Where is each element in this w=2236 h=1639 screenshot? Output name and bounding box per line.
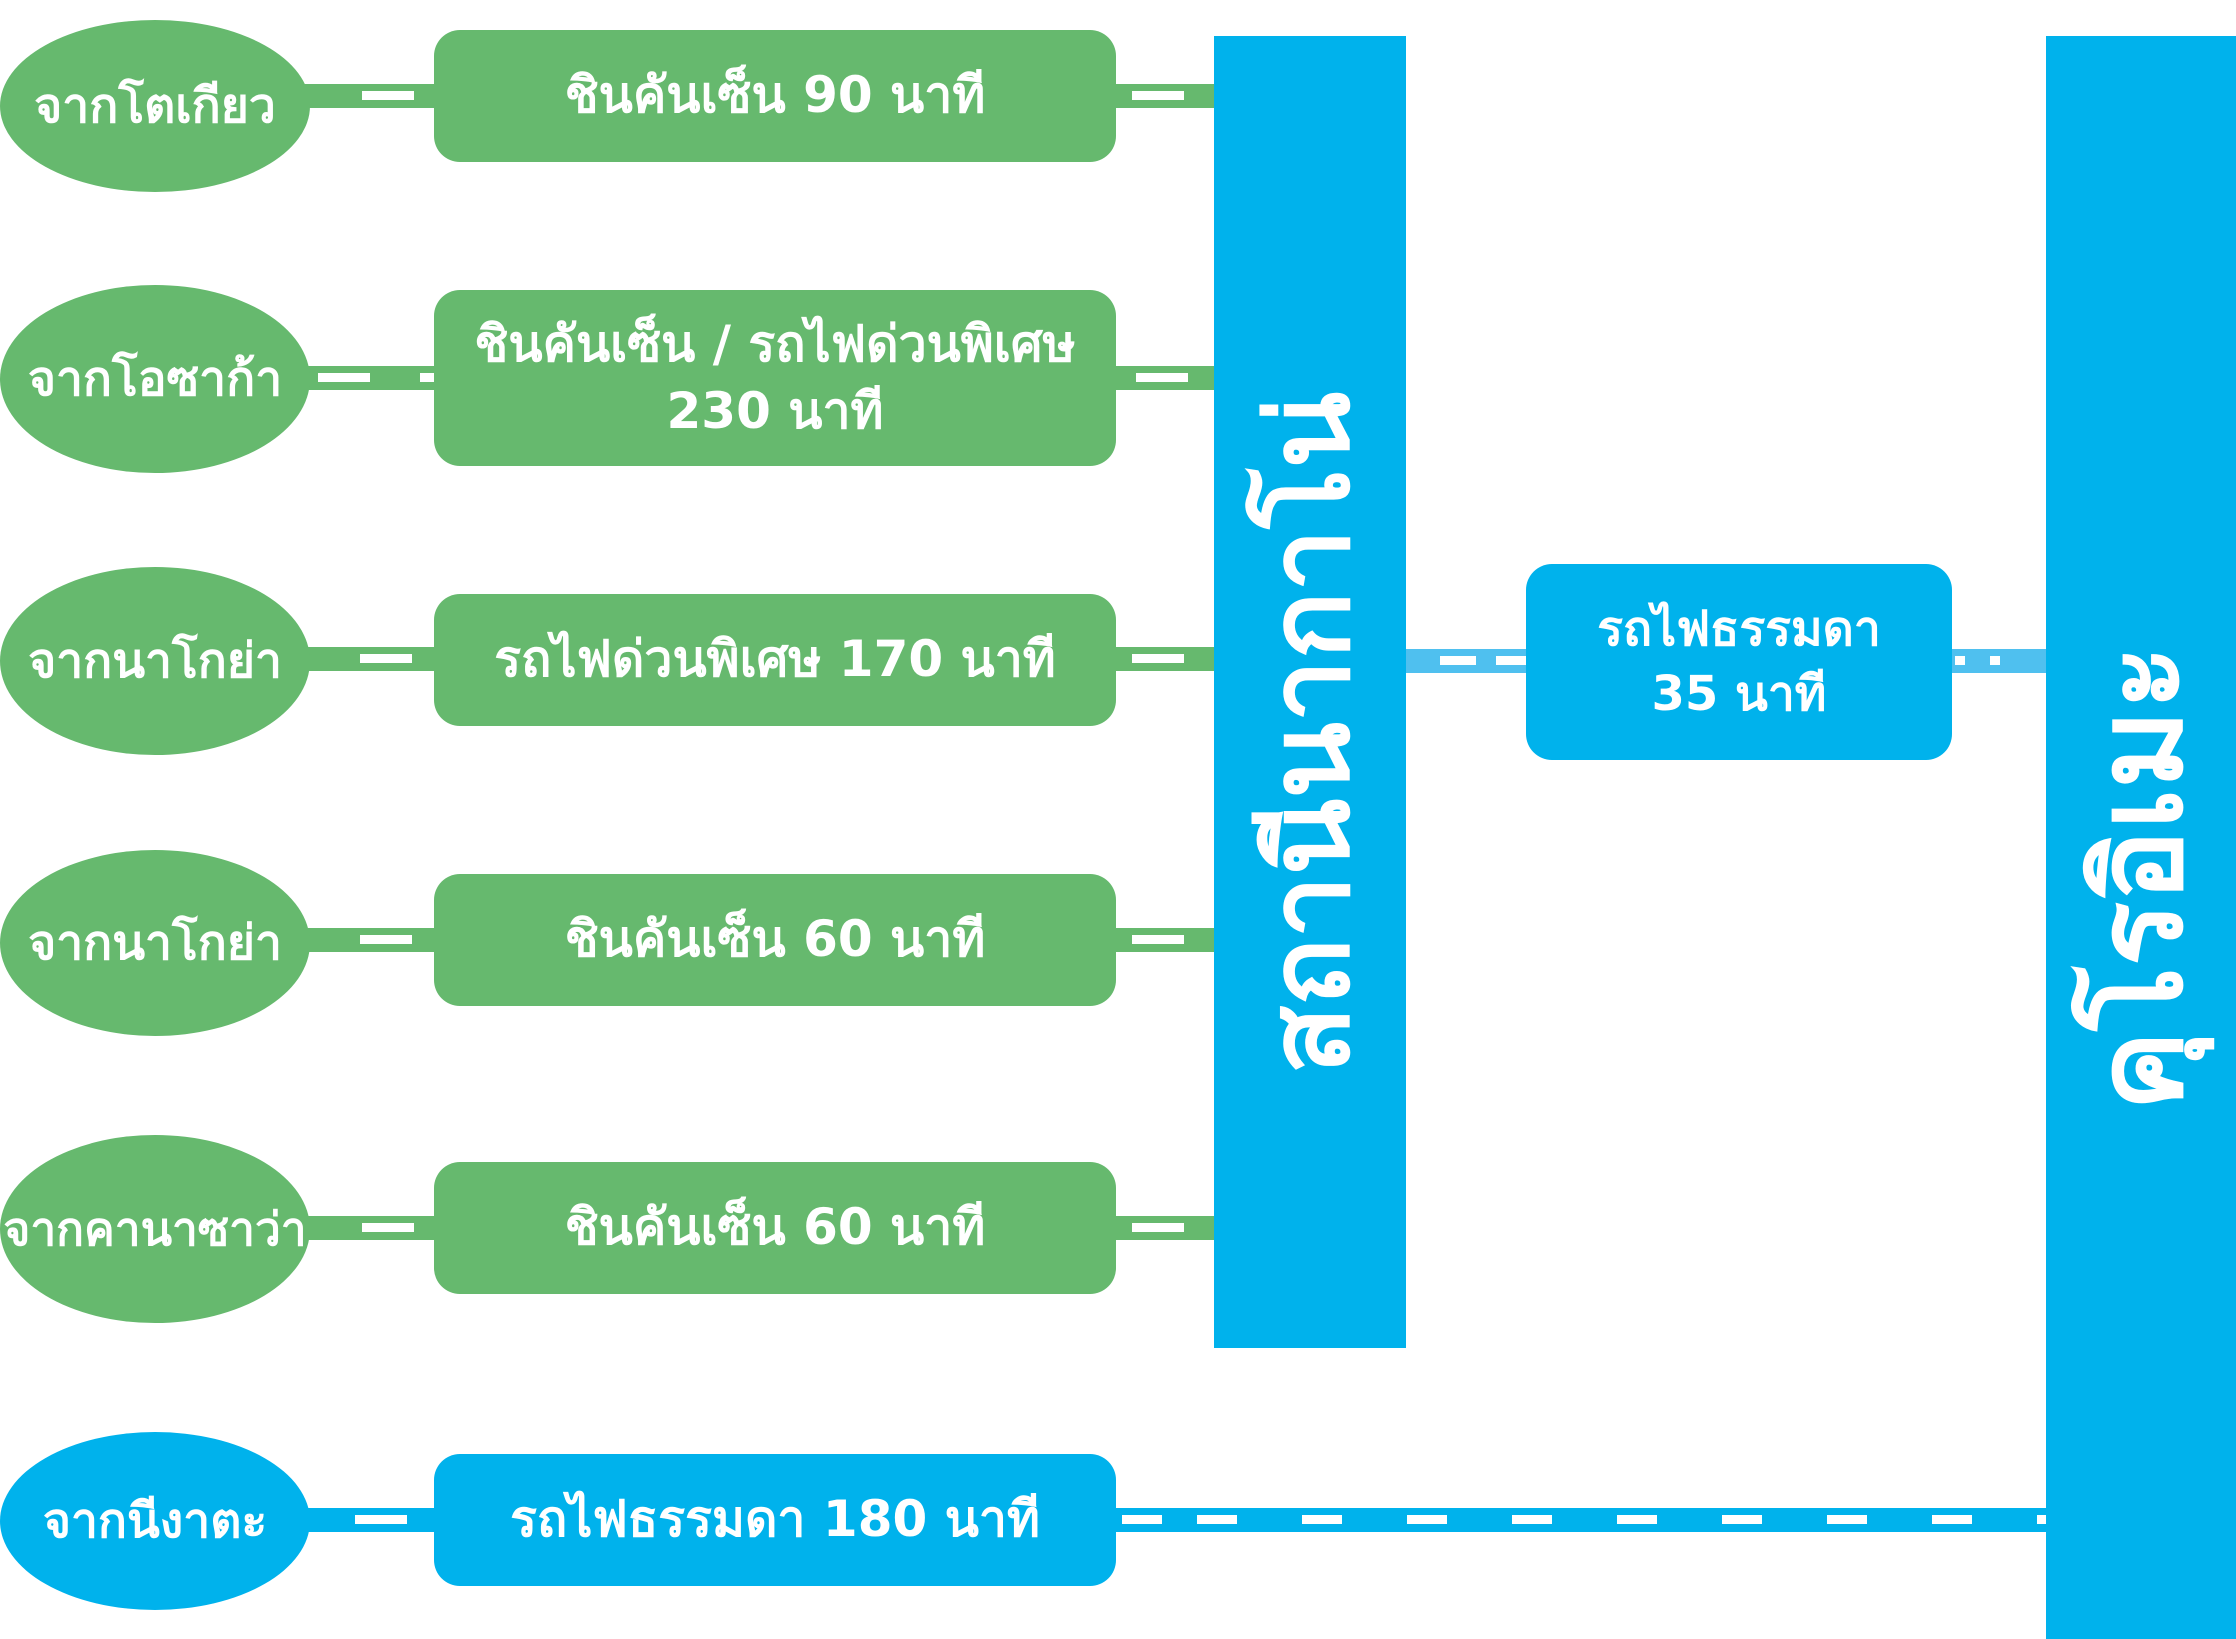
origin-label: จากคานาซาว่า xyxy=(3,1201,307,1256)
route-label: ชินคันเซ็น / รถไฟด่วนพิเศษ xyxy=(474,314,1076,373)
route-duration: 230 นาที xyxy=(666,382,884,440)
destination-label: คุโรอิเมะ xyxy=(2071,645,2210,1111)
connector-box: รถไฟธรรมดา 35 นาที xyxy=(1526,564,1952,760)
route-box-osaka: ชินคันเซ็น / รถไฟด่วนพิเศษ 230 นาที xyxy=(434,290,1116,466)
route-label: รถไฟด่วนพิเศษ 170 นาที xyxy=(494,630,1056,689)
origin-kanazawa: จากคานาซาว่า xyxy=(0,1135,310,1323)
origin-nagoya-shinkansen: จากนาโกย่า xyxy=(0,850,310,1036)
route-box-kanazawa: ชินคันเซ็น 60 นาที xyxy=(434,1162,1116,1294)
destination-bar xyxy=(2046,36,2236,1639)
route-label: รถไฟธรรมดา 180 นาที xyxy=(510,1490,1040,1549)
route-box-nagoya-shinkansen: ชินคันเซ็น 60 นาที xyxy=(434,874,1116,1006)
connector-label: รถไฟธรรมดา xyxy=(1597,601,1881,658)
route-label: ชินคันเซ็น 60 นาที xyxy=(564,910,986,969)
origin-label: จากโตเกียว xyxy=(34,78,276,134)
connector-duration: 35 นาที xyxy=(1651,666,1827,722)
origin-label: จากนาโกย่า xyxy=(28,915,282,971)
route-box-tokyo: ชินคันเซ็น 90 นาที xyxy=(434,30,1116,162)
origin-nagoya-express: จากนาโกย่า xyxy=(0,567,310,755)
origin-niigata: จากนีงาตะ xyxy=(0,1432,310,1610)
route-label: ชินคันเซ็น 90 นาที xyxy=(564,66,986,125)
origin-tokyo: จากโตเกียว xyxy=(0,20,310,192)
origin-label: จากนาโกย่า xyxy=(28,633,282,689)
origin-label: จากนีงาตะ xyxy=(42,1493,268,1549)
hub-station-label: สถานีนากาโน่ xyxy=(1245,391,1375,1075)
origin-label: จากโอซาก้า xyxy=(27,351,283,407)
hub-station-bar xyxy=(1214,36,1406,1348)
route-box-niigata: รถไฟธรรมดา 180 นาที xyxy=(434,1454,1116,1586)
route-label: ชินคันเซ็น 60 นาที xyxy=(564,1198,986,1257)
route-box-nagoya-express: รถไฟด่วนพิเศษ 170 นาที xyxy=(434,594,1116,726)
origin-osaka: จากโอซาก้า xyxy=(0,285,310,473)
